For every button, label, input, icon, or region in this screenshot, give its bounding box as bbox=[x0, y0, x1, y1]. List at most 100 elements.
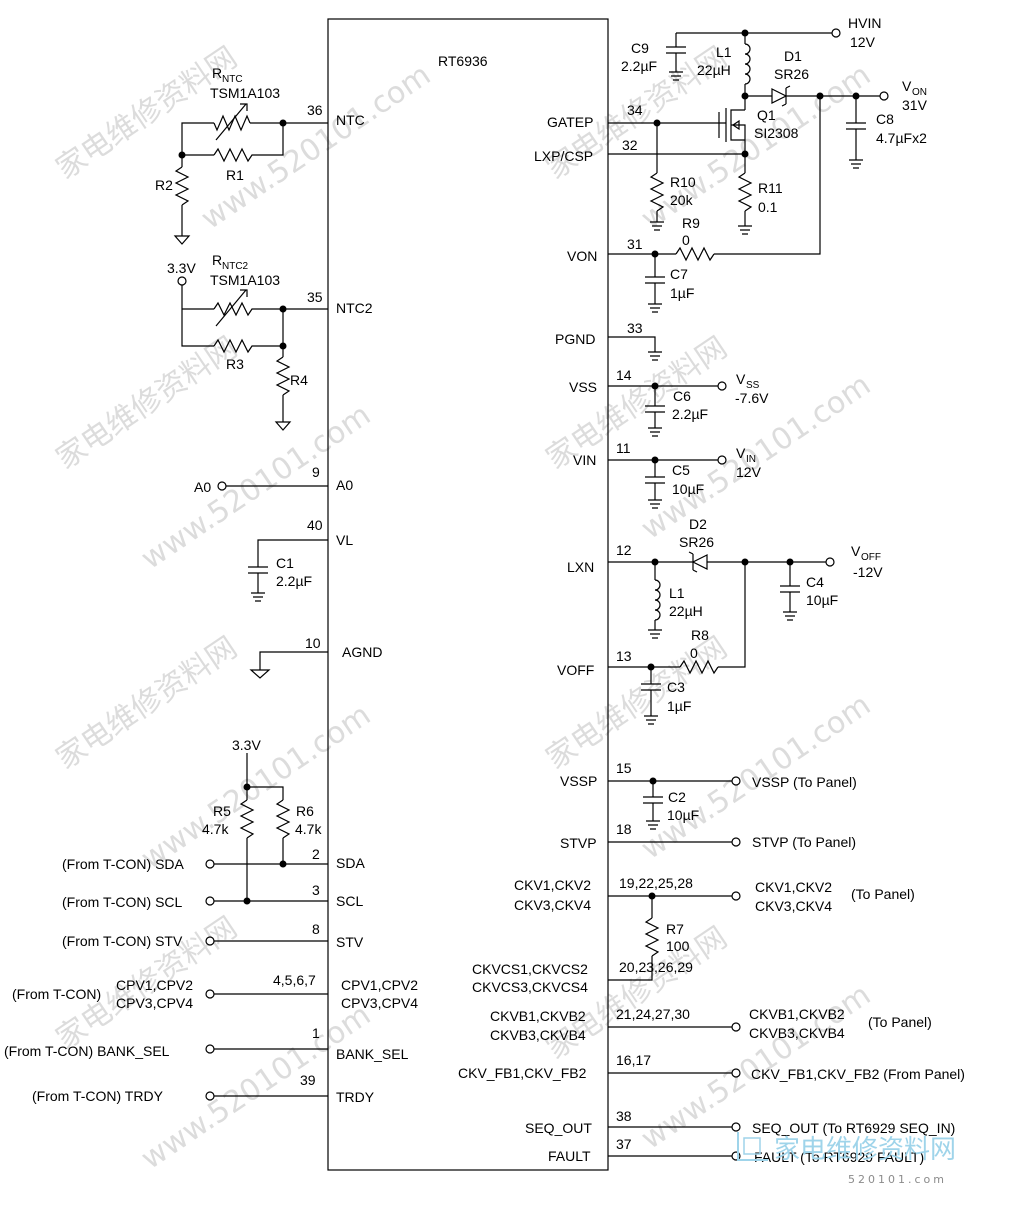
voff-rail-label: V bbox=[851, 543, 861, 559]
r5-label: R5 bbox=[213, 803, 231, 819]
trdy-ext-label: (From T-CON) TRDY bbox=[32, 1088, 164, 1104]
vss-branch bbox=[608, 381, 727, 437]
c6-label: C6 bbox=[673, 388, 691, 404]
pin-number-2: 2 bbox=[312, 846, 320, 862]
c1-label: C1 bbox=[276, 555, 294, 571]
pin-name-vl: VL bbox=[336, 532, 353, 548]
d2-value: SR26 bbox=[679, 534, 714, 550]
r4-label: R4 bbox=[290, 372, 308, 388]
sda-terminal[interactable] bbox=[205, 859, 215, 869]
pin-number-37: 37 bbox=[616, 1136, 632, 1152]
ckvb-terminal[interactable] bbox=[731, 1022, 741, 1032]
ckvb-ext-label-2: CKVB3,CKVB4 bbox=[749, 1025, 845, 1041]
stvp-terminal[interactable] bbox=[731, 837, 741, 847]
r10-value: 20k bbox=[670, 192, 694, 208]
pin-name-cpv: CPV1,CPV2 bbox=[341, 977, 418, 993]
d2-label: D2 bbox=[689, 516, 707, 532]
pin-number-ckvcs: 20,23,26,29 bbox=[619, 959, 693, 975]
pin-number-18: 18 bbox=[616, 821, 632, 837]
pin-number-11: 11 bbox=[616, 440, 631, 456]
trdy-terminal[interactable] bbox=[205, 1091, 215, 1101]
watermark-text: 家电维修资料网 bbox=[50, 40, 244, 186]
r6-label: R6 bbox=[296, 803, 314, 819]
l1-bot-value: 22µH bbox=[669, 603, 703, 619]
pin-number-34: 34 bbox=[627, 102, 643, 118]
stv-terminal[interactable] bbox=[205, 936, 215, 946]
c2-value: 10µF bbox=[667, 807, 699, 823]
scl-ext-label: (From T-CON) SCL bbox=[62, 894, 183, 910]
pin-name-ckv-2: CKV3,CKV4 bbox=[514, 897, 591, 913]
vssp-ext-label: VSSP (To Panel) bbox=[752, 774, 857, 790]
c3-value: 1µF bbox=[667, 698, 691, 714]
r8-value: 0 bbox=[690, 645, 698, 661]
scl-terminal[interactable] bbox=[205, 896, 215, 906]
stvp-ext-label: STVP (To Panel) bbox=[752, 834, 856, 850]
a0-terminal[interactable] bbox=[217, 481, 227, 491]
vss-rail-label: V bbox=[736, 371, 746, 387]
l1-top-label: L1 bbox=[716, 44, 732, 60]
l1-bot-label: L1 bbox=[669, 585, 685, 601]
pin-name-voff: VOFF bbox=[557, 662, 594, 678]
ic-name: RT6936 bbox=[438, 53, 488, 69]
vssp-terminal[interactable] bbox=[731, 776, 741, 786]
pin-number-1: 1 bbox=[312, 1025, 320, 1041]
pin-number-35: 35 bbox=[307, 289, 323, 305]
d1-label: D1 bbox=[784, 48, 802, 64]
vss-rail-value: -7.6V bbox=[735, 390, 769, 406]
l1-top-value: 22µH bbox=[697, 62, 731, 78]
pin-number-ckv-fb: 16,17 bbox=[616, 1052, 651, 1068]
pin-name-vss: VSS bbox=[569, 379, 597, 395]
bank-sel-terminal[interactable] bbox=[205, 1044, 215, 1054]
cpv-terminal[interactable] bbox=[205, 989, 215, 999]
voff-rail-label-sub: OFF bbox=[861, 552, 881, 563]
r9-value: 0 bbox=[682, 232, 690, 248]
ckv-fb-terminal[interactable] bbox=[731, 1068, 741, 1078]
seq-out-terminal[interactable] bbox=[731, 1122, 741, 1132]
pin-name-gatep: GATEP bbox=[547, 114, 593, 130]
ckv-fb-ext-label: CKV_FB1,CKV_FB2 (From Panel) bbox=[751, 1066, 965, 1082]
r2-label: R2 bbox=[155, 177, 173, 193]
pin-name-trdy: TRDY bbox=[336, 1089, 375, 1105]
pin-name-pgnd: PGND bbox=[555, 331, 595, 347]
pin-number-13: 13 bbox=[616, 648, 632, 664]
c9-value: 2.2µF bbox=[621, 58, 657, 74]
watermark-text: 家电维修资料网 bbox=[50, 330, 244, 476]
agnd-ground bbox=[249, 669, 271, 679]
ckv-ext-label: CKV1,CKV2 bbox=[755, 879, 832, 895]
c5-value: 10µF bbox=[672, 481, 704, 497]
c4-value: 10µF bbox=[806, 592, 838, 608]
c8-label: C8 bbox=[876, 111, 894, 127]
cpv-ext-label: CPV1,CPV2 bbox=[116, 977, 193, 993]
sda-ext-label: (From T-CON) SDA bbox=[62, 856, 185, 872]
vin-branch bbox=[608, 455, 727, 509]
pin-name-lxp-csp: LXP/CSP bbox=[534, 148, 593, 164]
vssp-branch bbox=[608, 777, 732, 830]
watermark-logo-url: 520101.com bbox=[848, 1173, 947, 1186]
c5-label: C5 bbox=[672, 462, 690, 478]
pin-number-4567: 4,5,6,7 bbox=[273, 972, 316, 988]
pin-number-36: 36 bbox=[307, 102, 323, 118]
r6-value: 4.7k bbox=[295, 821, 322, 837]
r11-label: R11 bbox=[758, 180, 783, 196]
pin-number-14: 14 bbox=[616, 367, 632, 383]
pin-name-ckv: CKV1,CKV2 bbox=[514, 877, 591, 893]
pin-name-ckvb: CKVB1,CKVB2 bbox=[490, 1008, 586, 1024]
seq-out-ext-label: SEQ_OUT (To RT6929 SEQ_IN) bbox=[752, 1120, 955, 1136]
pin-number-31: 31 bbox=[627, 236, 643, 252]
pin-number-33: 33 bbox=[627, 320, 643, 336]
watermark-logo: 家电维修资料网 520101.com bbox=[737, 1132, 956, 1186]
pin-name-ckvcs-2: CKVCS3,CKVCS4 bbox=[472, 979, 588, 995]
cpv-ext-label-2: CPV3,CPV4 bbox=[116, 995, 193, 1011]
pin-name-fault: FAULT bbox=[548, 1148, 591, 1164]
pin-name-ckvb-2: CKVB3,CKVB4 bbox=[490, 1027, 586, 1043]
pin-number-40: 40 bbox=[307, 517, 323, 533]
watermark-text: www.520101.com bbox=[135, 997, 377, 1176]
pin-number-38: 38 bbox=[616, 1108, 632, 1124]
c3-label: C3 bbox=[667, 679, 685, 695]
watermark-text: 家电维修资料网 bbox=[540, 630, 734, 776]
ckv-terminal[interactable] bbox=[731, 891, 741, 901]
r1-label: R1 bbox=[226, 167, 244, 183]
bank-sel-ext-label: (From T-CON) BANK_SEL bbox=[4, 1043, 170, 1059]
von-rail-label-sub: ON bbox=[912, 87, 927, 98]
